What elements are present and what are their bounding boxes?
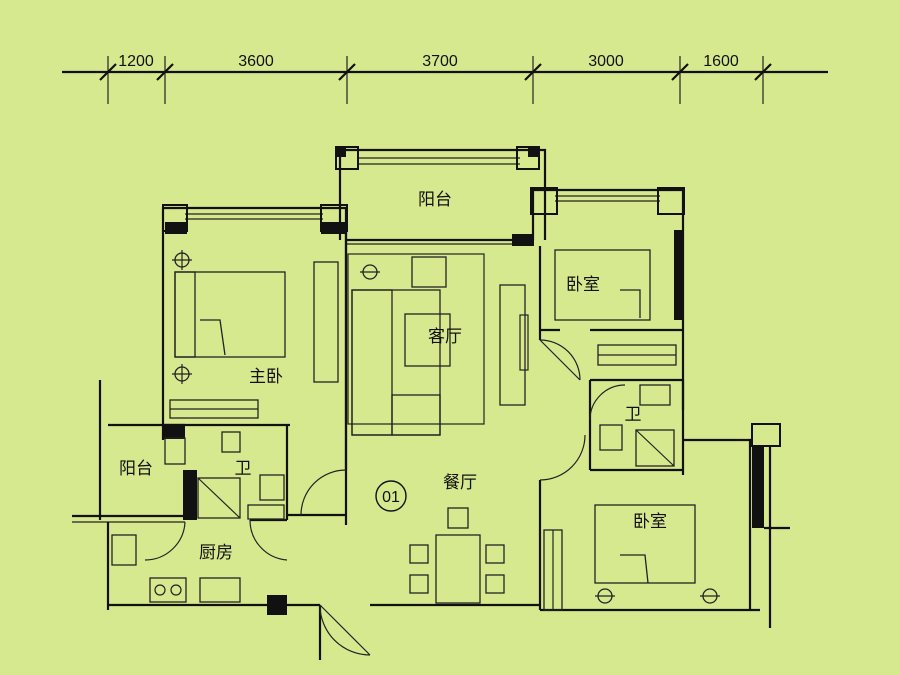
dimension-line: 1200 3600 3700 3000 1600 (62, 53, 828, 104)
room-label-balcony-top: 阳台 (418, 190, 452, 210)
doors (144, 339, 626, 656)
dimension-label-3: 3700 (422, 53, 458, 70)
room-labels: 阳台 主卧 客厅 卧室 卫 阳台 卫 厨房 餐厅 卧室 (119, 190, 667, 563)
dimension-label-1: 1200 (118, 53, 154, 70)
unit-number: 01 (382, 489, 400, 506)
room-label-bathroom-w: 卫 (235, 459, 252, 479)
dimension-label-4: 3000 (588, 53, 624, 70)
room-label-bathroom-e: 卫 (625, 405, 642, 425)
room-label-master-bedroom: 主卧 (249, 367, 283, 387)
dimension-label-5: 1600 (703, 53, 739, 70)
room-label-bedroom-se: 卧室 (633, 512, 667, 532)
room-label-bedroom-ne: 卧室 (566, 275, 600, 295)
furniture (111, 249, 720, 611)
room-label-kitchen: 厨房 (199, 543, 233, 563)
room-label-living-room: 客厅 (428, 327, 462, 347)
room-label-balcony-w: 阳台 (119, 459, 153, 479)
dimension-label-2: 3600 (238, 53, 274, 70)
walls (72, 146, 790, 660)
room-label-dining-room: 餐厅 (443, 473, 477, 493)
unit-number-badge: 01 (375, 480, 407, 512)
